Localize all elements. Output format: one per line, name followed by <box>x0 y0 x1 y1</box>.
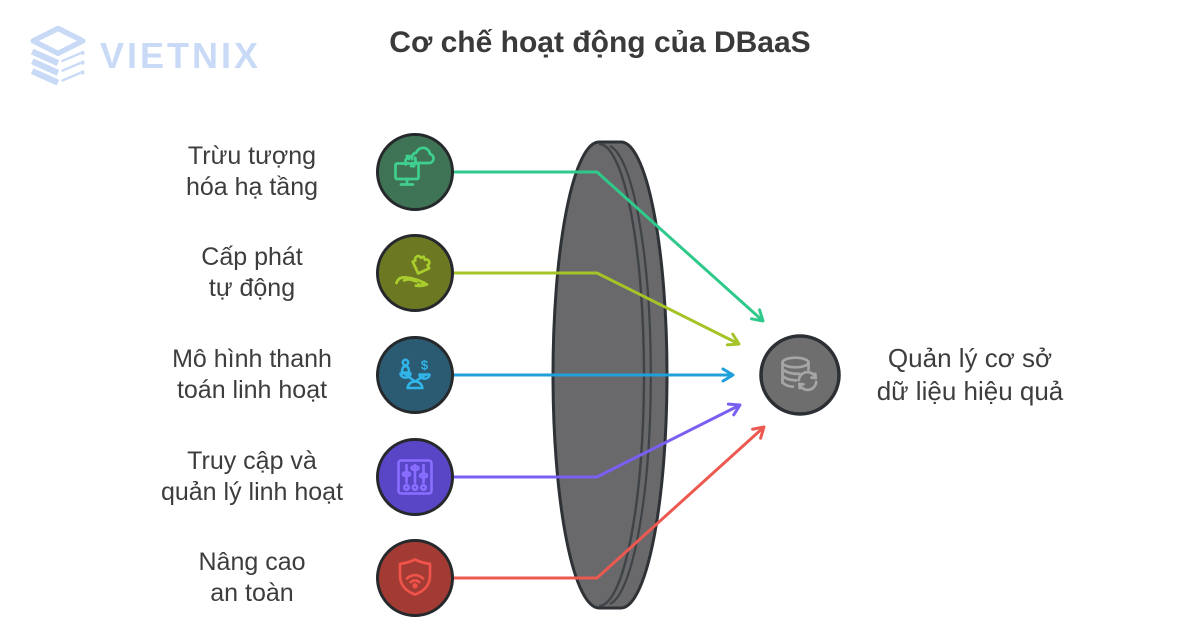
vietnix-logo: VIETNIX <box>26 24 261 88</box>
label-line: Nâng cao <box>198 548 306 576</box>
label-line: Quản lý cơ sở <box>887 343 1053 373</box>
label-line: toán linh hoạt <box>176 376 328 404</box>
label-line: Cấp phát <box>201 243 303 271</box>
database-sync-icon <box>781 356 818 392</box>
layer-stack-icon <box>30 25 86 86</box>
shield-wifi-icon <box>398 558 432 596</box>
provisioning-badge <box>374 232 456 314</box>
connector-line-security <box>452 425 766 580</box>
hand-puzzle-icon <box>395 254 431 288</box>
access-badge <box>374 436 456 518</box>
abstraction-badge <box>374 131 456 213</box>
item-label-access: Truy cập và quản lý linh hoạt <box>132 446 372 508</box>
page-title: Cơ chế hoạt động của DBaaS <box>389 26 811 59</box>
balance-scale-icon: $ <box>399 358 431 390</box>
item-label-provisioning: Cấp phát tự động <box>132 242 372 304</box>
label-line: Trừu tượng <box>187 142 317 170</box>
label-line: Truy cập và <box>187 447 317 475</box>
label-line: quản lý linh hoạt <box>160 478 344 506</box>
label-line: an toàn <box>210 579 294 607</box>
result-badge <box>757 332 843 418</box>
label-line: hóa hạ tầng <box>185 173 319 201</box>
sliders-icon <box>397 459 433 495</box>
security-badge <box>374 537 456 619</box>
vietnix-logo-text: VIETNIX <box>100 35 262 76</box>
item-label-security: Nâng cao an toàn <box>132 547 372 609</box>
label-line: dữ liệu hiệu quả <box>876 376 1064 406</box>
billing-badge: $ <box>374 334 456 416</box>
dollar-glyph: $ <box>421 358 429 373</box>
item-label-abstraction: Trừu tượng hóa hạ tầng <box>132 141 372 203</box>
cloud-sync-monitor-icon <box>394 146 435 186</box>
connector-line-access <box>452 402 742 479</box>
connector-line-provisioning <box>452 271 741 347</box>
item-label-billing: Mô hình thanh toán linh hoạt <box>132 344 372 406</box>
label-line: Mô hình thanh <box>172 345 332 373</box>
label-line: tự động <box>208 274 296 302</box>
result-label: Quản lý cơ sở dữ liệu hiệu quả <box>840 342 1100 408</box>
connector-line-abstraction <box>452 170 765 323</box>
